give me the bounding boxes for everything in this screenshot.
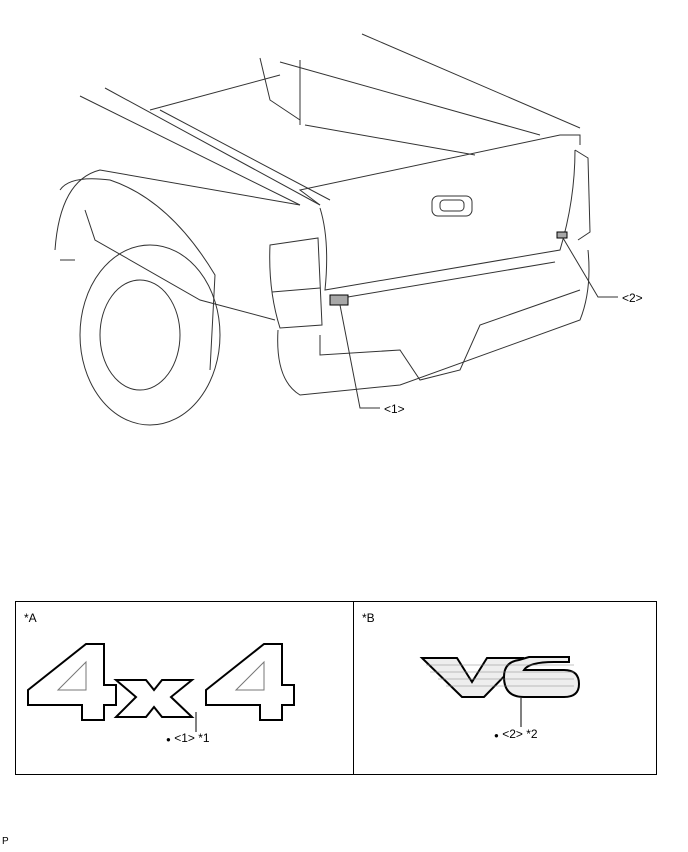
emblem-location-2: [556, 231, 568, 239]
caption-2: ● <2> *2: [494, 727, 538, 741]
truck-rear-illustration: [54, 33, 618, 426]
panel-b-label: *B: [362, 611, 375, 625]
emblem-v6: [419, 656, 581, 727]
emblem-location-1: [329, 294, 349, 306]
footer-code: P: [2, 836, 9, 847]
panel-b: *B ● <2> *2: [353, 601, 657, 775]
callout-1: <1>: [384, 402, 405, 416]
panel-a: *A ● <1> *1: [15, 601, 354, 775]
emblem-4x4: [27, 643, 295, 732]
panel-a-label: *A: [24, 611, 37, 625]
callout-2: <2>: [622, 291, 643, 305]
caption-1: ● <1> *1: [166, 731, 210, 745]
